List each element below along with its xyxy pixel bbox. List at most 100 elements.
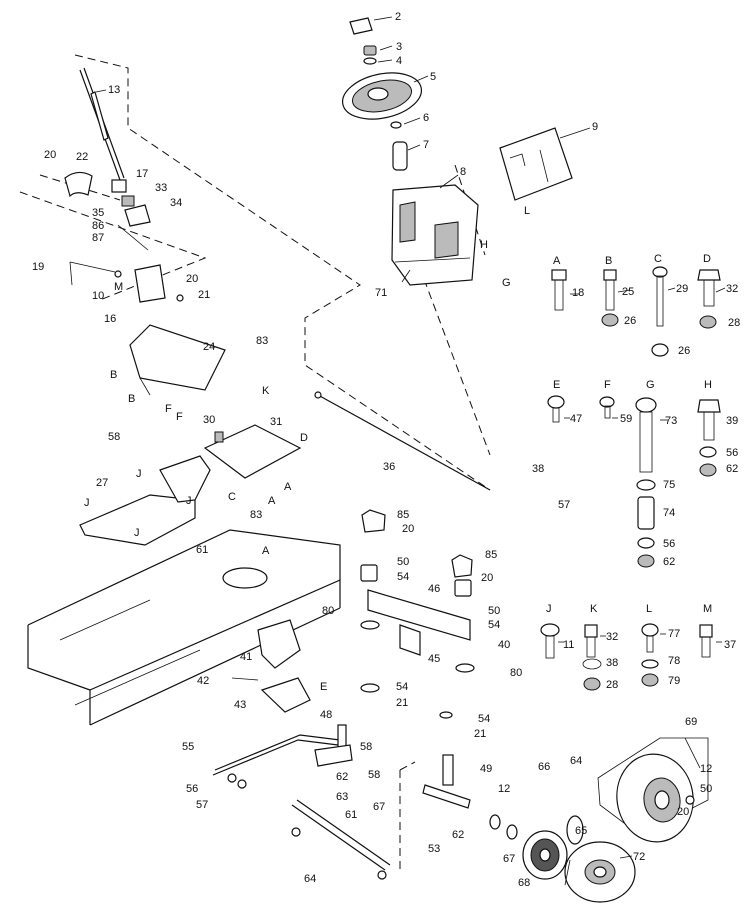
part-label-85-b: 85 <box>485 549 497 561</box>
foot-plate <box>79 455 211 546</box>
ref-letter-G: G <box>502 277 511 289</box>
key-nut-26-c: 26 <box>678 345 690 357</box>
key-number-74: 74 <box>663 507 675 519</box>
key-number-28-k: 28 <box>606 679 618 691</box>
key-nut-28: 28 <box>728 317 740 329</box>
part-label-56: 56 <box>186 783 198 795</box>
letter-labels: H G L M B B K F F D C J J J J A A A E <box>84 205 530 693</box>
steering-support-bracket <box>129 324 226 396</box>
ref-letter-B: B <box>110 369 117 381</box>
part-label-17: 17 <box>136 168 148 180</box>
key-number-25: 25 <box>622 286 634 298</box>
key-number-62: 62 <box>663 556 675 568</box>
steering-arm <box>212 724 353 789</box>
key-number-73: 73 <box>665 415 677 427</box>
part-label-9: 9 <box>592 121 598 133</box>
ref-letter-A-2: A <box>284 481 292 493</box>
drag-link <box>314 391 491 491</box>
rear-wheel-tire <box>597 737 709 843</box>
part-label-4: 4 <box>396 55 402 67</box>
key-letter-A: A <box>553 255 561 267</box>
cover-plate <box>203 424 302 479</box>
part-label-83-b: 83 <box>250 509 262 521</box>
part-label-69: 69 <box>685 716 697 728</box>
ref-letter-J-4: J <box>134 527 140 539</box>
part-label-64-b: 64 <box>570 755 582 767</box>
part-label-50-c: 50 <box>700 783 712 795</box>
ref-letter-C: C <box>228 491 236 503</box>
key-number-47: 47 <box>570 413 582 425</box>
part-label-83: 83 <box>256 335 268 347</box>
part-label-87: 87 <box>92 232 104 244</box>
steering-adapter <box>390 121 408 171</box>
part-label-38: 38 <box>532 463 544 475</box>
hardware-key <box>540 266 721 691</box>
ref-letter-F-2: F <box>176 411 183 423</box>
ref-letter-J-3: J <box>186 495 192 507</box>
part-label-21-b: 21 <box>396 697 408 709</box>
part-label-61: 61 <box>196 544 208 556</box>
steering-wheel <box>342 72 422 120</box>
key-letter-B: B <box>605 255 612 267</box>
part-label-45: 45 <box>428 653 440 665</box>
part-label-36: 36 <box>383 461 395 473</box>
boundary-line <box>454 164 486 256</box>
leader-lines <box>95 16 726 859</box>
part-label-33: 33 <box>155 182 167 194</box>
part-label-12: 12 <box>498 783 510 795</box>
front-axle <box>360 509 475 693</box>
ref-letter-L: L <box>524 205 530 217</box>
part-label-46: 46 <box>428 583 440 595</box>
key-letter-M: M <box>703 603 712 615</box>
key-letter-F: F <box>604 379 611 391</box>
part-label-85: 85 <box>397 509 409 521</box>
key-letter-K: K <box>590 603 598 615</box>
part-label-40: 40 <box>498 639 510 651</box>
ref-letter-H: H <box>480 239 488 251</box>
part-label-55: 55 <box>182 741 194 753</box>
part-label-35: 35 <box>92 207 104 219</box>
ref-letter-K: K <box>262 385 270 397</box>
part-label-61-b: 61 <box>345 809 357 821</box>
key-number-32: 32 <box>726 283 738 295</box>
ref-letter-D: D <box>300 432 308 444</box>
part-label-62-b: 62 <box>452 829 464 841</box>
part-label-21-c: 21 <box>474 728 486 740</box>
part-label-50: 50 <box>397 556 409 568</box>
ref-letter-J: J <box>136 468 142 480</box>
steering-shaft <box>79 67 125 181</box>
key-number-32-k: 32 <box>606 631 618 643</box>
part-labels: 2 3 4 5 6 7 8 9 13 20 22 17 33 34 35 86 … <box>32 11 712 889</box>
part-label-65: 65 <box>575 825 587 837</box>
part-label-54-c: 54 <box>396 681 408 693</box>
part-label-19: 19 <box>32 261 44 273</box>
part-label-7: 7 <box>423 139 429 151</box>
part-label-80: 80 <box>322 605 334 617</box>
part-label-43: 43 <box>234 699 246 711</box>
boundary-line <box>74 54 491 491</box>
part-label-30: 30 <box>203 414 215 426</box>
key-number-79: 79 <box>668 675 680 687</box>
front-wheel-tire <box>564 841 636 903</box>
dash-bracket <box>499 127 573 201</box>
key-nut-26: 26 <box>624 315 636 327</box>
key-number-75: 75 <box>663 479 675 491</box>
part-label-13: 13 <box>108 84 120 96</box>
part-label-53: 53 <box>428 843 440 855</box>
frame-rails <box>27 529 341 726</box>
part-label-27: 27 <box>96 477 108 489</box>
part-label-80-b: 80 <box>510 667 522 679</box>
key-number-62-h: 62 <box>726 463 738 475</box>
steering-nut <box>363 45 377 65</box>
part-label-8: 8 <box>460 166 466 178</box>
part-label-54-b: 54 <box>488 619 500 631</box>
dash-panel <box>391 184 479 286</box>
part-label-20: 20 <box>44 149 56 161</box>
ref-letter-A-3: A <box>262 545 270 557</box>
part-label-49: 49 <box>480 763 492 775</box>
part-label-68: 68 <box>518 877 530 889</box>
key-number-77: 77 <box>668 628 680 640</box>
part-label-21: 21 <box>198 289 210 301</box>
ref-letter-J-2: J <box>84 497 90 509</box>
